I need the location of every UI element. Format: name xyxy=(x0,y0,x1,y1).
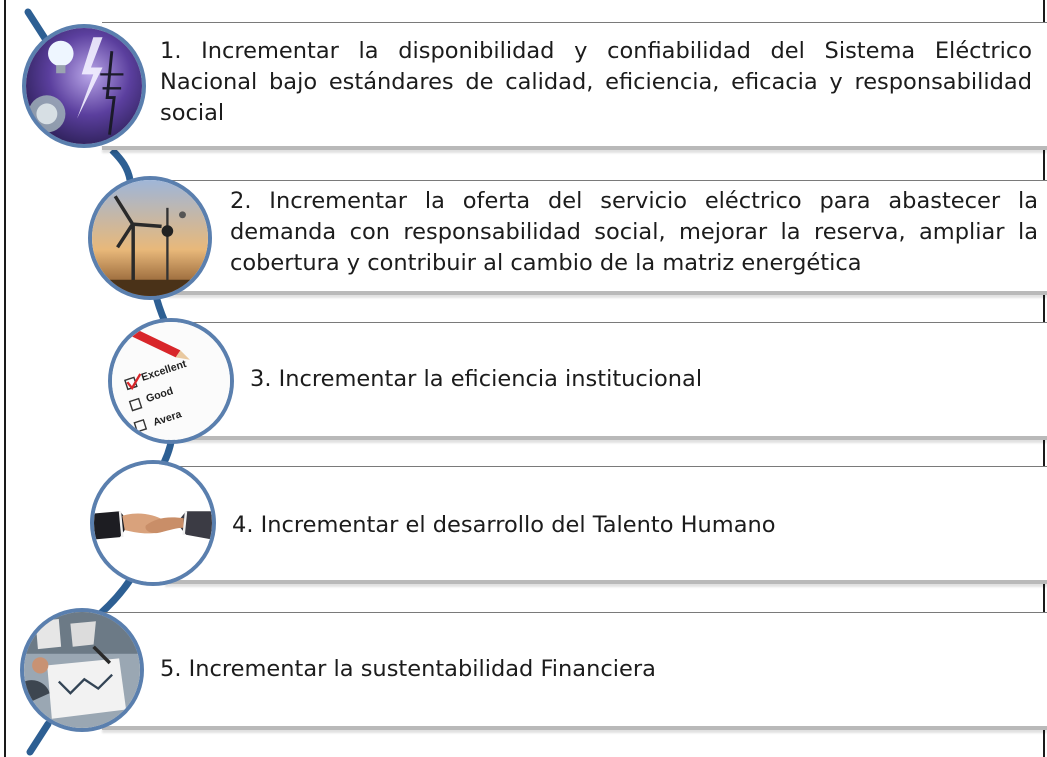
objective-bar-2 xyxy=(168,180,1047,295)
lightning-bulb-photo-icon xyxy=(22,24,146,148)
handshake-photo-icon xyxy=(90,460,216,586)
frame-left-border xyxy=(4,0,6,757)
objective-bar-4 xyxy=(165,466,1047,584)
objective-text-5: 5. Incrementar la sustentabilidad Financ… xyxy=(160,656,656,682)
objective-bar-3 xyxy=(183,322,1047,440)
objective-text-3: 3. Incrementar la eficiencia institucion… xyxy=(250,366,703,392)
objective-text-1: 1. Incrementar la disponibilidad y confi… xyxy=(160,38,1032,126)
checklist-photo-icon: Excellent Good Avera xyxy=(108,318,234,444)
finance-meeting-photo-icon xyxy=(20,608,144,732)
objective-text-4: 4. Incrementar el desarrollo del Talento… xyxy=(232,512,776,538)
objective-bar-1 xyxy=(102,22,1047,150)
objective-bar-5 xyxy=(102,612,1047,730)
wind-turbine-photo-icon xyxy=(88,176,212,300)
objective-text-2: 2. Incrementar la oferta del servicio el… xyxy=(230,188,1038,276)
